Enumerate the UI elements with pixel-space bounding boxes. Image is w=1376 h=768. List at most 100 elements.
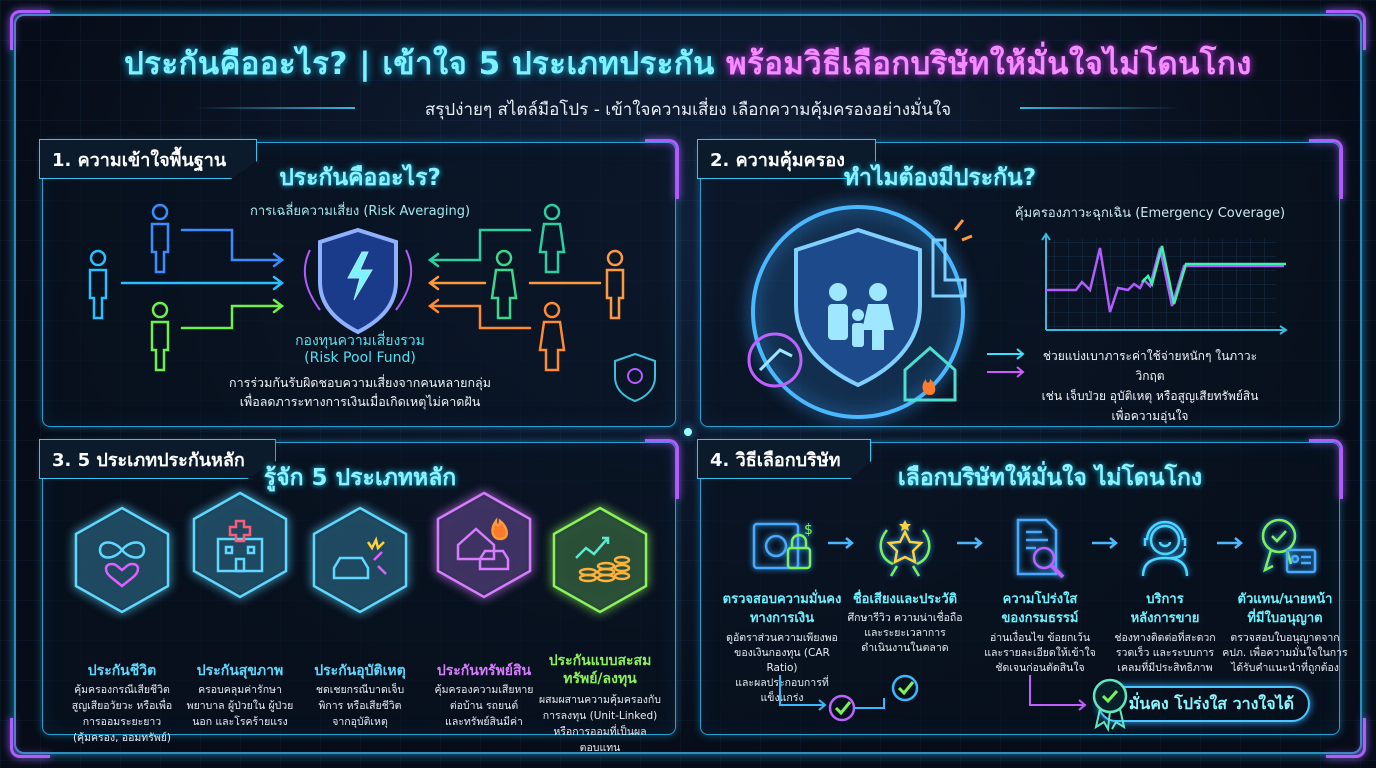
arrow-icon — [427, 228, 532, 268]
desc-line: สูญเสียอวัยวะ หรือเพื่อ — [71, 700, 173, 712]
injured-hand-icon — [747, 332, 803, 388]
shield-network-icon — [614, 352, 656, 403]
page-title: ประกันคืออะไร? | เข้าใจ 5 ประเภทประกัน พ… — [0, 38, 1376, 88]
panel-corner-accent — [645, 439, 679, 499]
desc-line: หรือการออมที่เป็นผลตอบแทน — [553, 726, 647, 754]
step-desc: ศึกษารีวิว ความน่าเชื่อถือและระยะเวลาการ… — [840, 611, 970, 656]
panel-tag: 4. วิธีเลือกบริษัท — [697, 439, 872, 479]
insurance-type-desc: คุ้มครองกรณีเสียชีวิตสูญเสียอวัยวะ หรือเ… — [57, 682, 187, 746]
desc-line: และรายละเอียดให้เข้าใจ — [984, 647, 1096, 659]
person-icon — [538, 203, 566, 274]
desc-line: ผสมผสานความคุ้มครองกับ — [539, 694, 661, 706]
person-icon — [88, 249, 108, 320]
coins-growth-icon — [552, 506, 648, 614]
frame-corner — [10, 10, 50, 50]
desc-line: และผลประกอบการที่แข็งแกร่ง — [735, 677, 829, 704]
family-shield-icon — [794, 227, 922, 388]
desc-line: ครอบคลุมค่ารักษา — [198, 684, 282, 696]
title-line: ตัวแทน/นายหน้า — [1237, 592, 1333, 607]
title-line: ของกรมธรรม์ — [1001, 611, 1079, 626]
arrow-right-icon — [1092, 537, 1118, 549]
frame-corner — [1326, 10, 1366, 50]
desc-line: นอก และโรคร้ายแรง — [192, 716, 288, 728]
house-fire-icon — [903, 346, 957, 402]
desc-line: คุ้มครองความเสียหาย — [434, 684, 534, 696]
arrow-right-icon — [1217, 537, 1243, 549]
star-laurel-icon — [879, 520, 931, 577]
panel-heading: ทำไมต้องมีประกัน? — [843, 165, 1037, 191]
insurance-type-desc: ชดเชยกรณีบาดเจ็บพิการ หรือเสียชีวิตจากอุ… — [295, 682, 425, 730]
divider — [195, 107, 355, 109]
arrow-icon — [180, 298, 285, 330]
desc-line: คปภ. เพื่อความมั่นใจในการ — [1222, 647, 1348, 659]
check-circle-icon — [828, 694, 856, 722]
desc-line: เพื่อลดภาระทางการเงินเมื่อเกิดเหตุไม่คาด… — [239, 394, 481, 409]
desc-line: พิการ หรือเสียชีวิต — [318, 700, 402, 712]
step-desc: ช่องทางติดต่อที่สะดวกรวดเร็ว และระบบการเ… — [1100, 631, 1230, 676]
check-circle-icon — [891, 674, 919, 702]
badge-text: มั่นคง โปร่งใส วางใจได้ — [1128, 693, 1294, 713]
panel-heading: รู้จัก 5 ประเภทหลัก — [263, 465, 457, 491]
desc-line: ชัดเจนก่อนตัดสินใจ — [995, 662, 1085, 674]
panel-desc: ช่วยแบ่งเบาภาระค่าใช้จ่ายหนักๆ ในภาวะวิก… — [1030, 346, 1270, 426]
frame-corner — [10, 718, 50, 758]
panel-heading: ประกันคืออะไร? — [279, 165, 441, 191]
heartbeat-chart — [1041, 232, 1288, 335]
desc-line: ต่อบ้าน รถยนต์ — [449, 700, 519, 712]
panel-tag: 2. ความคุ้มครอง — [697, 139, 876, 179]
insurance-type-label: ประกันทรัพย์สิน — [436, 663, 532, 679]
desc-line: รวดเร็ว และระบบการ — [1115, 647, 1215, 659]
support-agent-icon — [1141, 520, 1189, 577]
panel-corner-accent — [1309, 139, 1343, 199]
desc-line: ช่วยแบ่งเบาภาระค่าใช้จ่ายหนักๆ ในภาวะวิก… — [1042, 349, 1258, 383]
arrow-right-icon — [828, 537, 854, 549]
step-title: บริการหลังการขาย — [1100, 590, 1230, 628]
award-ribbon-icon — [1092, 678, 1128, 733]
desc-line: (คุ้มครอง, ออมทรัพย์) — [72, 732, 172, 744]
step-title: ความโปร่งใสของกรมธรรม์ — [975, 590, 1105, 628]
desc-line: คุ้มครองกรณีเสียชีวิต — [74, 684, 170, 696]
title-line: หลังการขาย — [1130, 611, 1200, 626]
insurance-type-desc: คุ้มครองความเสียหายต่อบ้าน รถยนต์และทรัพ… — [419, 682, 549, 730]
desc-line: พยาบาล ผู้ป่วยใน ผู้ป่วย — [186, 700, 294, 712]
desc-line: ของเงินกองทุน (CAR Ratio) — [734, 647, 830, 674]
risk-pool-diagram — [88, 203, 625, 372]
infinity-heart-icon — [74, 506, 170, 614]
panel-corner-accent — [645, 139, 679, 199]
step-title: ชื่อเสียงและประวัติ — [840, 590, 970, 609]
desc-line: ได้รับคำแนะนำที่ถูกต้อง — [1231, 662, 1339, 674]
heartbeat-line-recovery — [1141, 245, 1286, 305]
arrow-icon — [180, 228, 285, 268]
shield-lightning-icon — [303, 227, 413, 335]
frame-corner — [1326, 718, 1366, 758]
center-glow-dot — [684, 428, 692, 436]
outer-frame — [14, 14, 1362, 754]
insurance-type-label: ประกันสุขภาพ — [196, 663, 284, 679]
person-icon — [605, 249, 625, 320]
arrow-icon — [120, 275, 285, 291]
desc-line: การร่วมกันรับผิดชอบความเสี่ยงจากคนหลายกล… — [229, 375, 491, 390]
desc-line: ชดเชยกรณีบาดเจ็บ — [315, 684, 405, 696]
arrow-icons — [987, 348, 1025, 378]
desc-line: การออมระยะยาว — [82, 716, 162, 728]
desc-line: ช่องทางติดต่อที่สะดวก — [1114, 632, 1216, 644]
arrow-icon — [427, 275, 602, 291]
person-icon — [538, 301, 566, 372]
desc-line: ศึกษารีวิว ความน่าเชื่อถือ — [847, 612, 963, 624]
family-protection-illustration — [747, 205, 973, 419]
desc-line: การลงทุน (Unit-Linked) — [542, 710, 658, 722]
desc-line: ดูอัตราส่วนความเพียงพอ — [726, 632, 838, 644]
insurance-type-desc: ครอบคลุมค่ารักษาพยาบาล ผู้ป่วยใน ผู้ป่วย… — [175, 682, 305, 730]
title-line: ความโปร่งใส — [1002, 592, 1078, 607]
house-fire-car-icon — [436, 491, 532, 599]
insurance-type-label: ประกันชีวิต — [87, 663, 157, 679]
panel-tag: 3. 5 ประเภทประกันหลัก — [39, 439, 276, 479]
risk-pool-label: กองทุนความเสี่ยงรวม — [295, 333, 425, 349]
step-title: ตรวจสอบความมั่นคงทางการเงิน — [717, 590, 847, 628]
title-line: บริการ — [1146, 592, 1184, 607]
document-search-icon — [1016, 518, 1065, 579]
broken-arm-icon — [931, 219, 973, 298]
desc-line: จากอุบัติเหตุ — [332, 716, 388, 728]
car-accident-icon — [312, 506, 408, 614]
person-icon — [490, 249, 518, 320]
